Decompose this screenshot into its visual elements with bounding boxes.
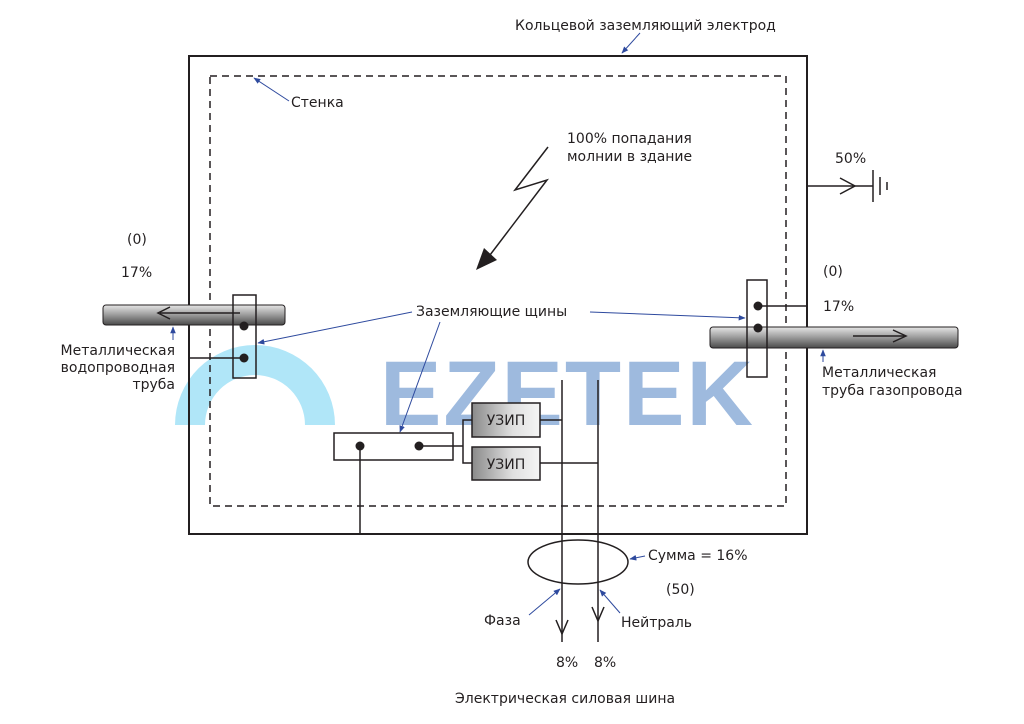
busbar-pointer-bottom [399, 321, 441, 433]
ring-earth-electrode [188, 55, 808, 535]
water-pipe [102, 304, 286, 326]
watermark-text: EZETEK [380, 343, 755, 445]
right-pipe-label-2: труба газопровода [822, 383, 963, 399]
neutral-arrow-icon [591, 606, 605, 623]
left-pipe-percent: 17% [121, 265, 152, 281]
phase-label: Фаза [484, 613, 521, 629]
left-pipe-label-1: Металлическая [61, 343, 175, 359]
gas-pipe [709, 326, 959, 349]
ground-icon [807, 170, 888, 202]
left-pipe-label-3: труба [132, 377, 175, 393]
spd-1-label: УЗИП [487, 413, 526, 429]
left-busbar [189, 294, 257, 379]
busbar-pointer-left [257, 311, 413, 345]
phase-pointer [528, 588, 561, 616]
main-busbar [333, 419, 472, 534]
lightning-label-2: молнии в здание [567, 149, 692, 165]
wall [209, 75, 787, 507]
ground-percent: 50% [835, 151, 866, 167]
left-pipe-paren: (0) [127, 232, 147, 248]
sum-pointer [629, 555, 646, 561]
current-sum-ring [527, 539, 629, 585]
power-conductors [527, 380, 629, 642]
left-pipe-label-2: водопроводная [61, 360, 175, 376]
power-bus-label: Электрическая силовая шина [455, 691, 675, 707]
spd-2: УЗИП [471, 446, 541, 481]
right-pipe-label-1: Металлическая [822, 365, 936, 381]
spd-2-label: УЗИП [487, 457, 526, 473]
title-pointer [621, 32, 641, 54]
wall-pointer [253, 77, 290, 102]
neutral-percent: 8% [594, 655, 616, 671]
title-label: Кольцевой заземляющий электрод [515, 18, 776, 34]
neutral-label: Нейтраль [621, 615, 692, 631]
lightning-label-1: 100% попадания [567, 131, 692, 147]
right-busbar [746, 279, 807, 378]
lightning-bolt-icon [476, 146, 550, 270]
spd-1: УЗИП [471, 402, 541, 438]
right-pipe-paren: (0) [823, 264, 843, 280]
busbar-pointer-right [589, 311, 746, 321]
watermark-logo: EZETEK [175, 343, 755, 445]
wall-label: Стенка [291, 95, 344, 111]
busbars-label: Заземляющие щины [416, 304, 567, 320]
neutral-pointer [599, 589, 621, 614]
sum-paren: (50) [666, 582, 695, 598]
watermark-arc [175, 345, 335, 425]
phase-arrow-icon [555, 619, 569, 636]
phase-percent: 8% [556, 655, 578, 671]
right-pipe-percent: 17% [823, 299, 854, 315]
sum-label: Сумма = 16% [648, 548, 748, 564]
